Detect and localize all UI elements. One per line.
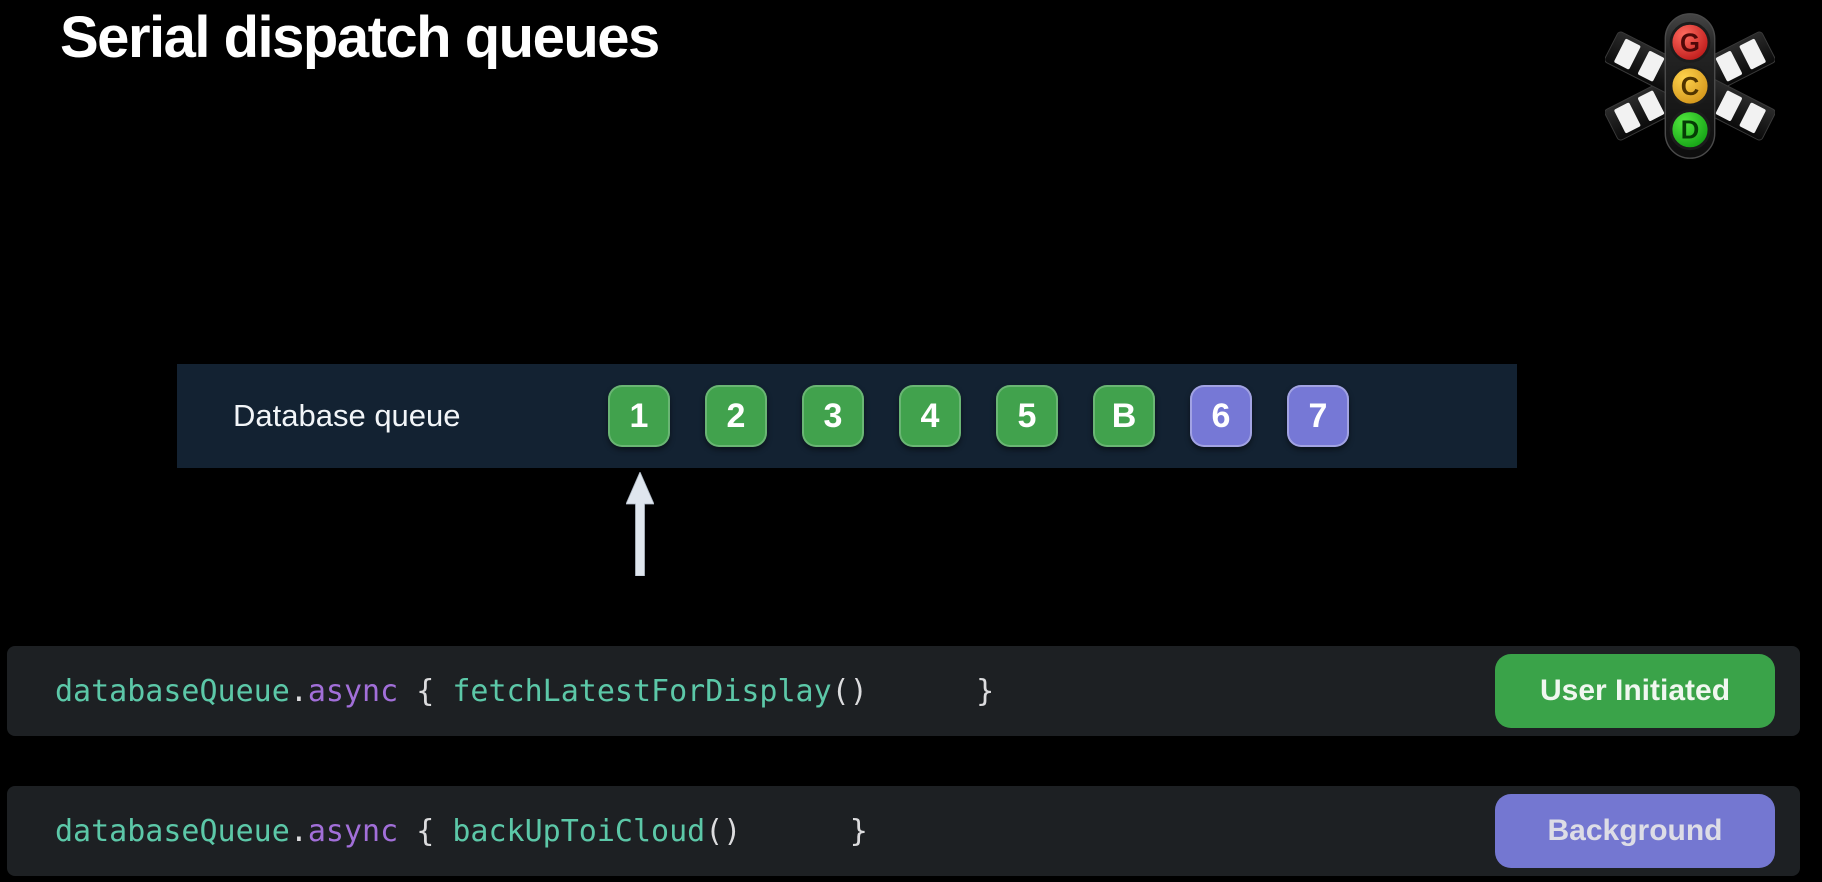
queue-block-7: 7: [1287, 385, 1349, 447]
queue-block-2: 2: [705, 385, 767, 447]
code-token: (): [831, 673, 868, 709]
queue-block-1: 1: [608, 385, 670, 447]
code-text: databaseQueue.async { backUpToiCloud() }: [55, 814, 868, 849]
code-token: databaseQueue: [55, 813, 290, 849]
svg-text:G: G: [1680, 29, 1700, 57]
arrow-up-icon: [626, 472, 654, 576]
code-token: databaseQueue: [55, 673, 290, 709]
code-row: databaseQueue.async { backUpToiCloud() }…: [7, 786, 1800, 876]
queue-block-3: 3: [802, 385, 864, 447]
code-token: {: [398, 813, 453, 849]
svg-text:D: D: [1681, 117, 1700, 145]
queue-block-6: 6: [1190, 385, 1252, 447]
code-token: }: [741, 813, 868, 849]
traffic-light-green: D: [1669, 109, 1711, 151]
code-token: async: [307, 813, 399, 849]
code-row: databaseQueue.async { fetchLatestForDisp…: [7, 646, 1800, 736]
code-token: {: [398, 673, 453, 709]
code-token: async: [307, 673, 399, 709]
qos-badge: User Initiated: [1495, 654, 1775, 728]
queue-label: Database queue: [233, 398, 461, 433]
code-token: (): [705, 813, 742, 849]
queue-block-B: B: [1093, 385, 1155, 447]
qos-badge: Background: [1495, 794, 1775, 868]
code-token: .: [289, 813, 308, 849]
code-token: fetchLatestForDisplay: [452, 673, 832, 709]
code-token: backUpToiCloud: [452, 813, 706, 849]
code-text: databaseQueue.async { fetchLatestForDisp…: [55, 674, 994, 709]
svg-text:C: C: [1681, 73, 1700, 101]
code-token: }: [867, 673, 995, 709]
traffic-light-amber: C: [1669, 65, 1711, 107]
queue-block-5: 5: [996, 385, 1058, 447]
page-title: Serial dispatch queues: [60, 5, 660, 70]
queue-block-4: 4: [899, 385, 961, 447]
code-token: .: [289, 673, 308, 709]
traffic-light-red: G: [1669, 21, 1711, 63]
gcd-traffic-light-icon: G C D: [1605, 13, 1775, 159]
